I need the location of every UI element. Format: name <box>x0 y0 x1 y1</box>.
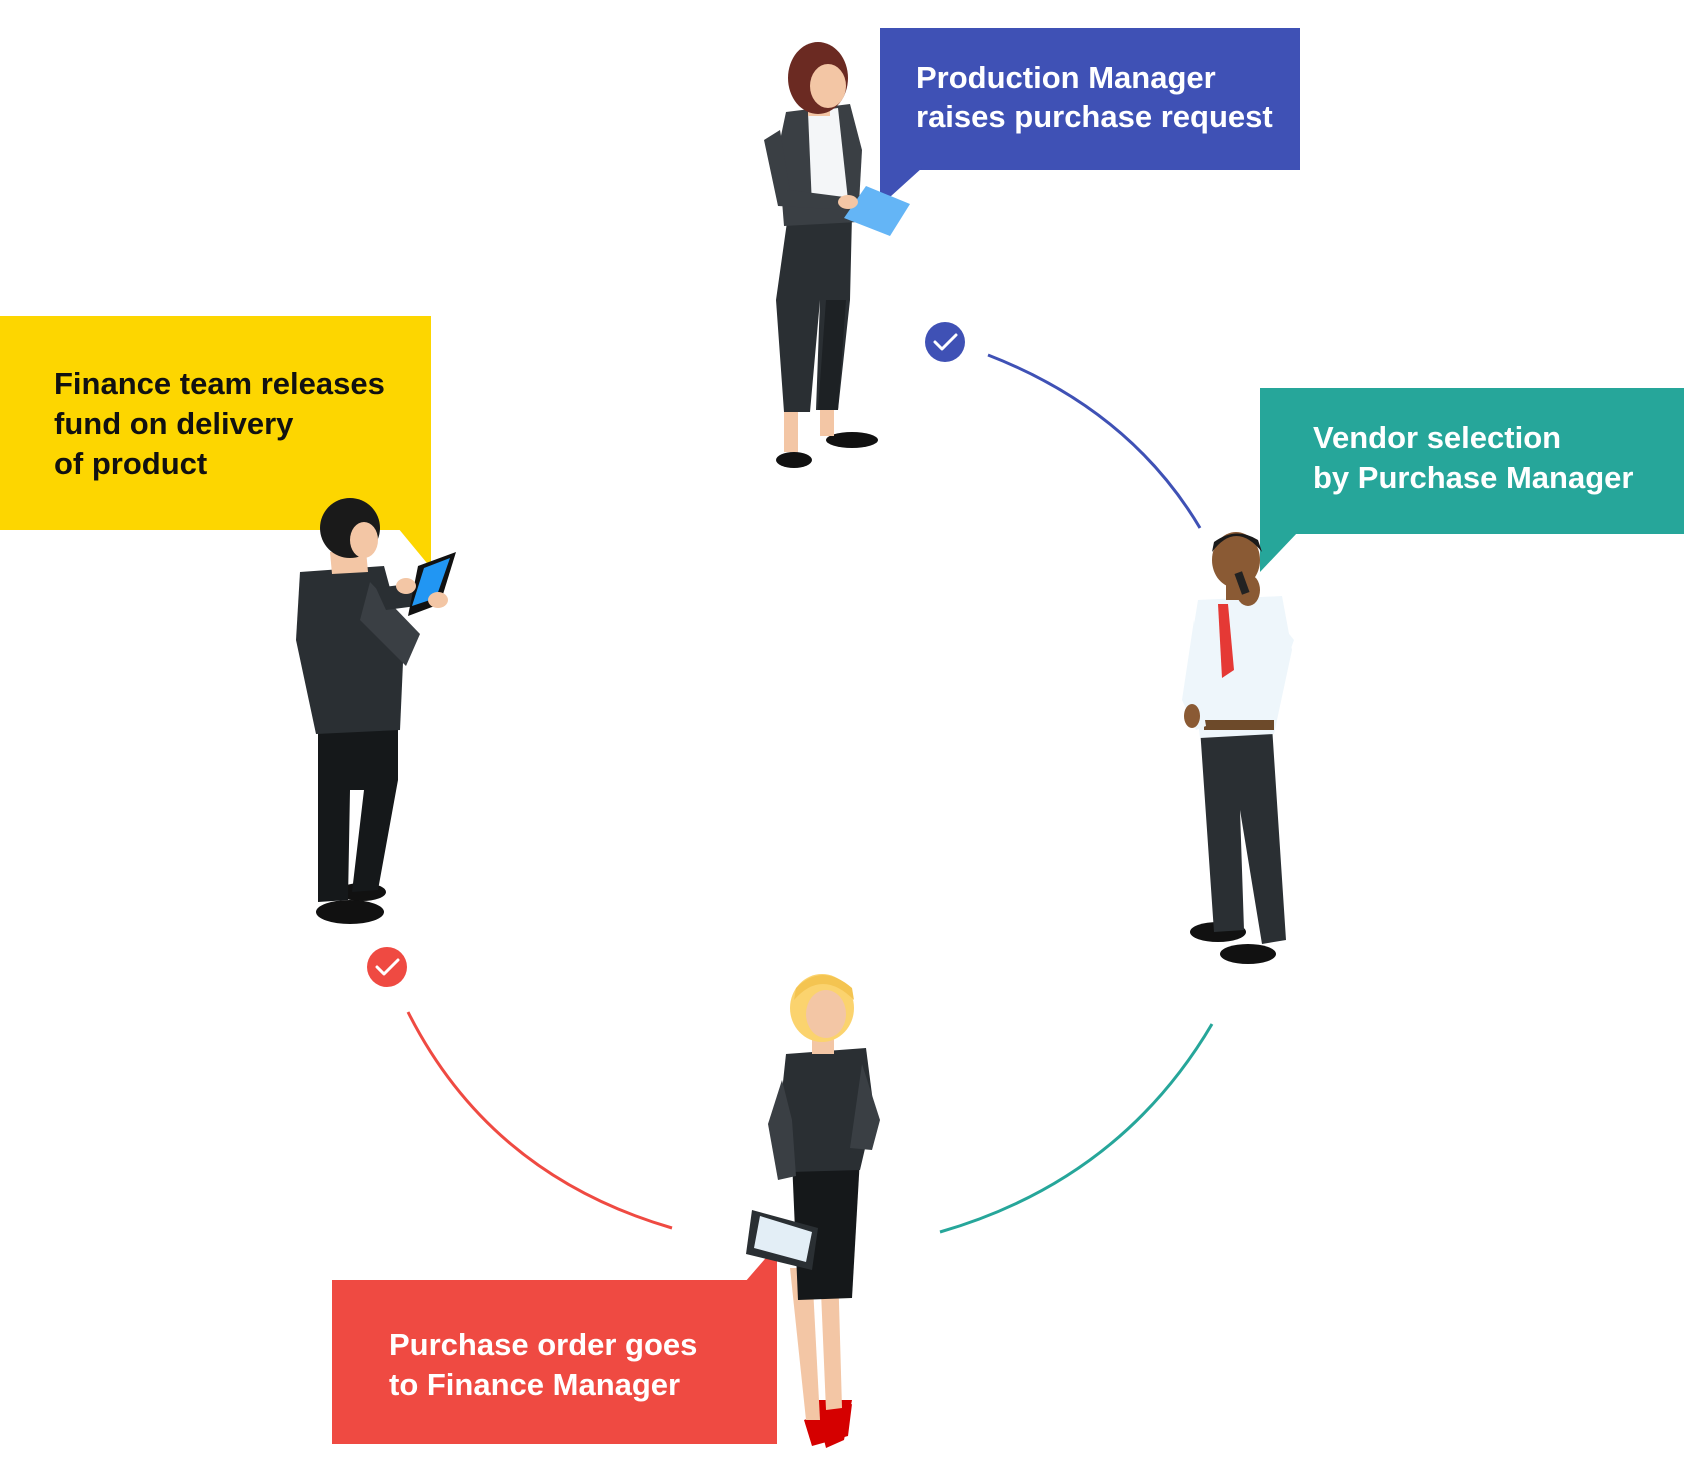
arc-blue <box>987 353 1202 529</box>
finance-team-figure <box>296 498 456 924</box>
production-manager-figure <box>764 42 910 468</box>
check-marker-blue <box>925 322 965 362</box>
callout-production-manager: Production Manager raises purchase reque… <box>880 28 1300 206</box>
callout-finance-team: Finance team releases fund on delivery o… <box>0 316 431 568</box>
check-marker-red <box>367 947 407 987</box>
svg-text:Vendor selection by Purc: Vendor selection by Purchase Manager <box>1313 420 1633 495</box>
callout-purchase-order: Purchase order goes to Finance Manager <box>332 1245 777 1444</box>
svg-text:Finance team releases fu: Finance team releases fund on delivery o… <box>54 366 393 481</box>
check-icon <box>933 333 958 351</box>
callout-line: raises purchase request <box>916 99 1273 134</box>
check-icon <box>375 958 400 976</box>
callout-line: by Purchase Manager <box>1313 460 1633 495</box>
callout-vendor-selection: Vendor selection by Purchase Manager <box>1260 388 1684 572</box>
callout-line: fund on delivery <box>54 406 294 441</box>
callout-line: Purchase order goes <box>389 1327 697 1362</box>
svg-text:Production Manager raise: Production Manager raises purchase reque… <box>916 60 1273 134</box>
arc-teal <box>939 1023 1214 1234</box>
callout-line: Vendor selection <box>1313 420 1561 455</box>
arc-red <box>406 1011 673 1230</box>
callout-line: to Finance Manager <box>389 1367 680 1402</box>
callout-line: Finance team releases <box>54 366 385 401</box>
finance-manager-figure <box>746 974 880 1448</box>
callout-line: of product <box>54 446 207 481</box>
callout-line: Production Manager <box>916 60 1216 95</box>
svg-text:Purchase order goes to F: Purchase order goes to Finance Manager <box>389 1327 706 1402</box>
purchase-manager-figure <box>1182 532 1294 964</box>
